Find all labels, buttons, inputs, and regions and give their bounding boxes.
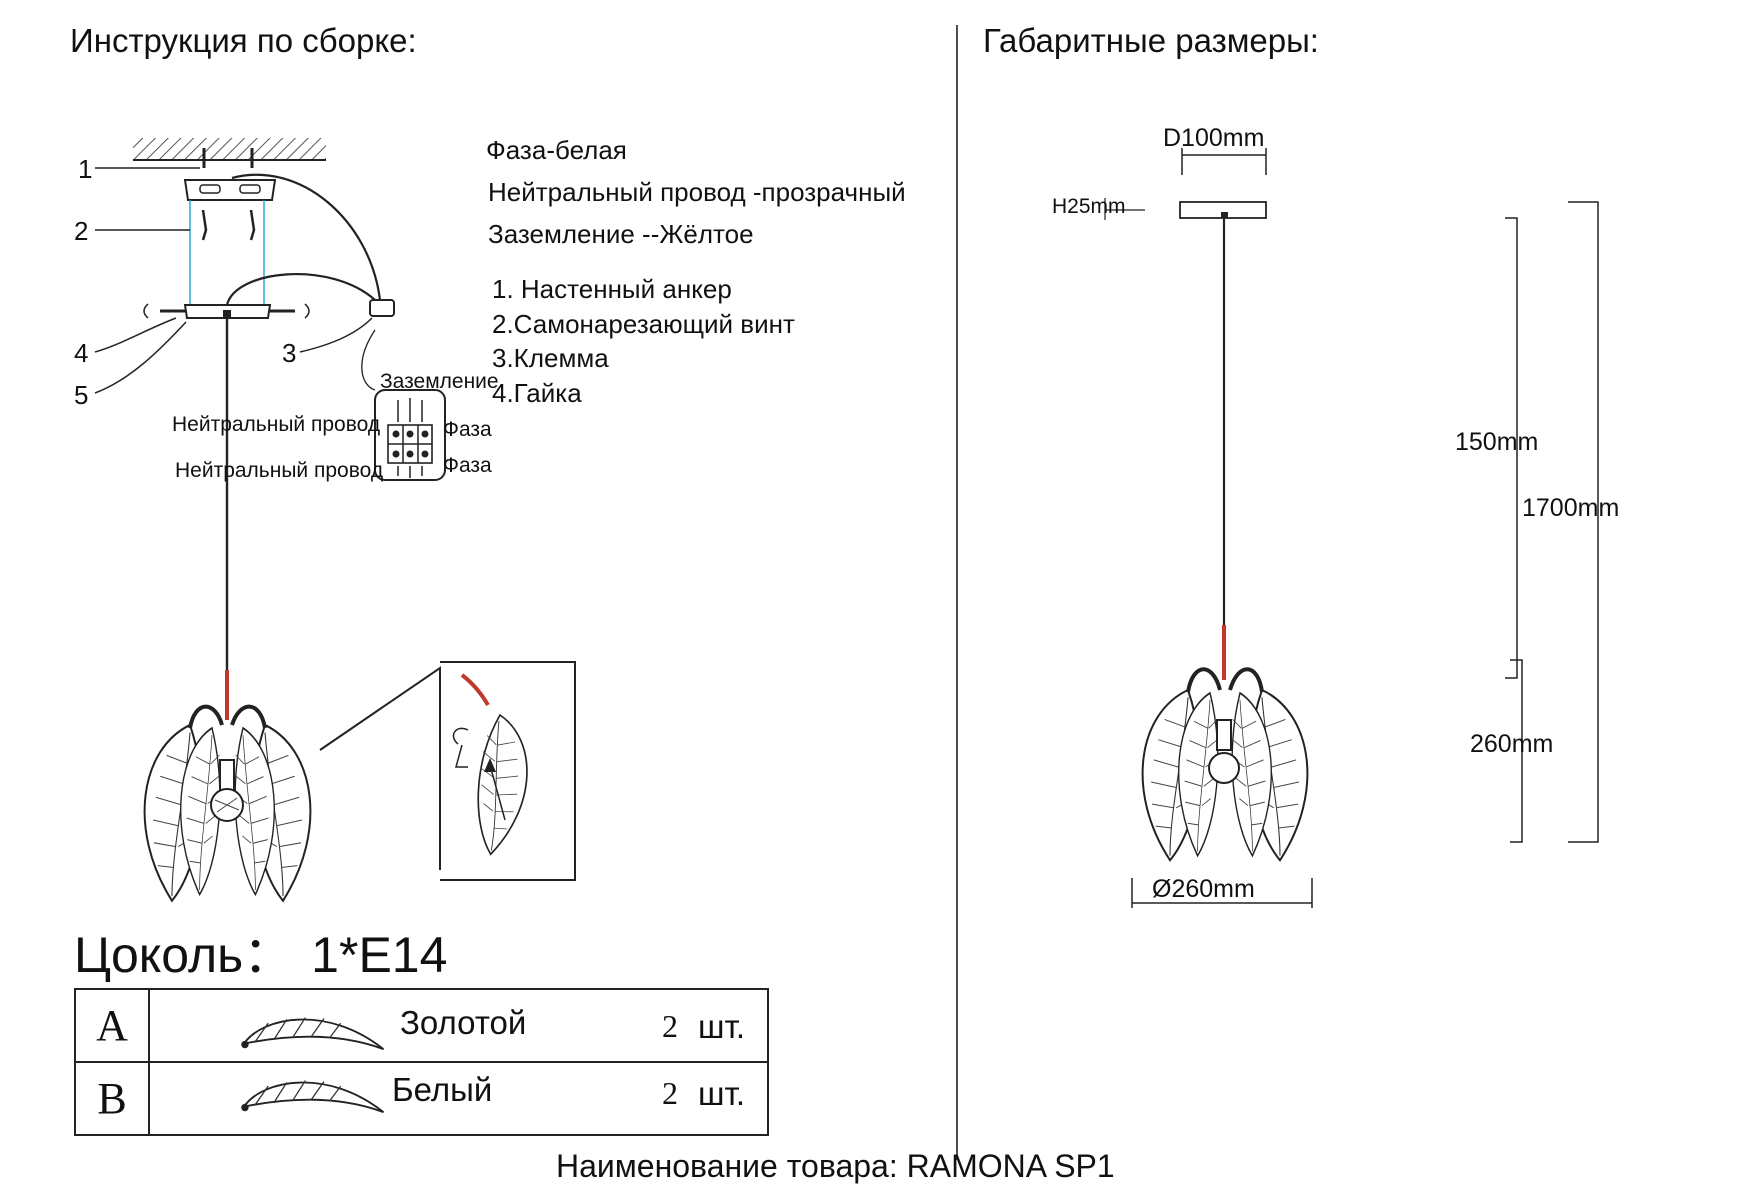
component-qty: 2	[662, 1075, 678, 1111]
detail-frame	[440, 661, 576, 881]
table-row: B Белый 2 шт.	[74, 1061, 769, 1136]
callout-2: 2	[74, 216, 89, 246]
component-letter: B	[74, 1061, 150, 1136]
shade-height-label: 260mm	[1470, 730, 1554, 758]
component-unit: шт.	[698, 1075, 746, 1112]
table-row: A Золотой 2 шт.	[74, 988, 769, 1063]
shade-diameter-label: Ø260mm	[1152, 875, 1255, 903]
component-unit: шт.	[698, 1008, 746, 1045]
components-table: A Золотой 2 шт. B Белый 2 шт.	[74, 988, 769, 1136]
mounting-bracket	[183, 179, 277, 201]
terminal-label-phase-1: Фаза	[443, 418, 492, 441]
callout-5: 5	[74, 380, 89, 410]
component-letter: A	[74, 988, 150, 1063]
assembly-title: Инструкция по сборке:	[70, 22, 417, 59]
callout-4: 4	[74, 338, 89, 368]
product-value: RAMONA SP1	[906, 1148, 1115, 1184]
wire-color-neutral: Нейтральный провод -прозрачный	[488, 177, 906, 207]
terminal-label-neutral-1: Нейтральный провод	[172, 413, 381, 436]
terminal-label-phase-2: Фаза	[443, 454, 492, 477]
ceiling-hatch	[133, 138, 326, 160]
terminal-label-neutral-2: Нейтральный провод	[175, 459, 384, 482]
part-item-terminal: 3.Клемма	[492, 343, 609, 373]
component-name: Белый	[392, 1071, 493, 1108]
part-item-nut: 4.Гайка	[492, 378, 582, 408]
assembly-diagram	[94, 138, 576, 902]
terminal-block-mini	[369, 299, 395, 317]
callout-3: 3	[282, 338, 297, 368]
canopy-diameter-label: D100mm	[1163, 124, 1265, 152]
canopy-height-label: H25mm	[1052, 195, 1126, 218]
total-height-label: 1700mm	[1522, 494, 1620, 522]
socket-spec: Цоколь： 1*E14	[74, 915, 447, 987]
wire-color-phase: Фаза-белая	[486, 135, 627, 165]
dimensions-title: Габаритные размеры:	[983, 22, 1319, 59]
component-qty: 2	[662, 1008, 678, 1044]
part-item-anchor: 1. Настенный анкер	[492, 274, 732, 304]
shade-outline	[1141, 667, 1309, 862]
wire-color-ground: Заземление --Жёлтое	[488, 219, 754, 249]
part-item-screw: 2.Самонарезающий винт	[492, 309, 795, 339]
product-label: Наименование товара:	[556, 1148, 898, 1184]
component-name: Золотой	[400, 1004, 527, 1041]
cord-length-label: 150mm	[1455, 428, 1539, 456]
socket-label: Цоколь：	[74, 927, 294, 983]
socket-value: 1*E14	[311, 927, 448, 983]
callout-1: 1	[78, 154, 93, 184]
dimension-drawing	[1104, 148, 1599, 908]
product-name: Наименование товара: RAMONA SP1	[556, 1148, 1115, 1185]
pendant-shade	[143, 704, 312, 902]
terminal-label-ground: Заземление	[380, 370, 499, 393]
